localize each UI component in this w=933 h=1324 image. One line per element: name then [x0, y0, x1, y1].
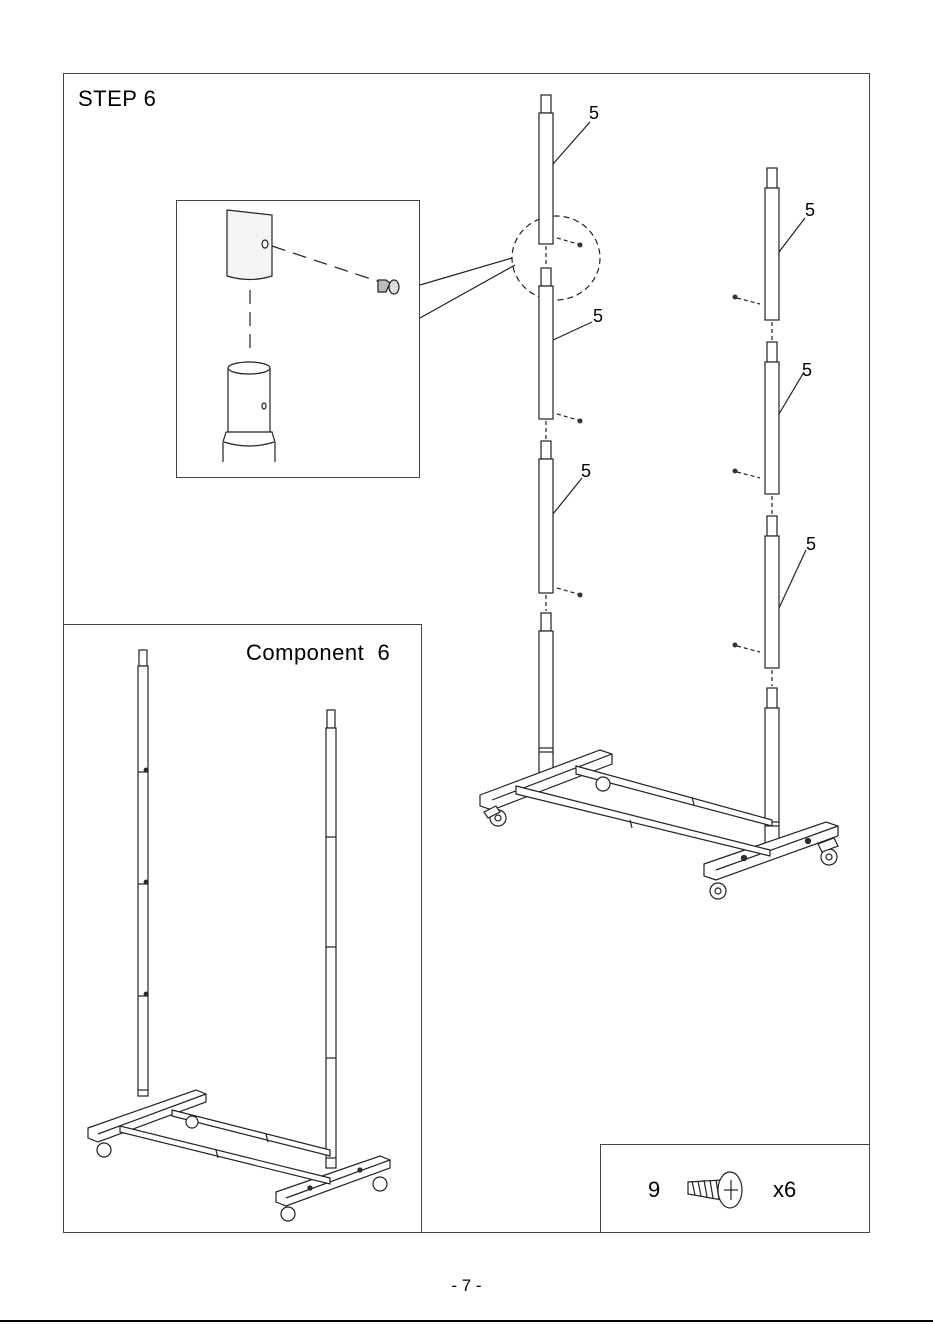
part-label: 5	[805, 200, 815, 220]
part-label: 5	[802, 360, 812, 380]
part-labels: 5 5 5 5 5 5	[581, 103, 816, 554]
part-label: 5	[593, 306, 603, 326]
right-screws	[737, 298, 760, 652]
part-label: 5	[589, 103, 599, 123]
part-label: 5	[581, 461, 591, 481]
main-base	[480, 750, 838, 899]
left-screws	[557, 238, 578, 594]
screw-icon	[378, 280, 399, 294]
detail-drawing	[223, 210, 515, 462]
callout-circle	[512, 216, 600, 300]
screw-icon	[688, 1172, 742, 1208]
left-pole-exploded	[539, 95, 553, 774]
right-pole-exploded	[765, 168, 779, 848]
assembled-rack	[88, 650, 390, 1221]
part-label: 5	[806, 534, 816, 554]
